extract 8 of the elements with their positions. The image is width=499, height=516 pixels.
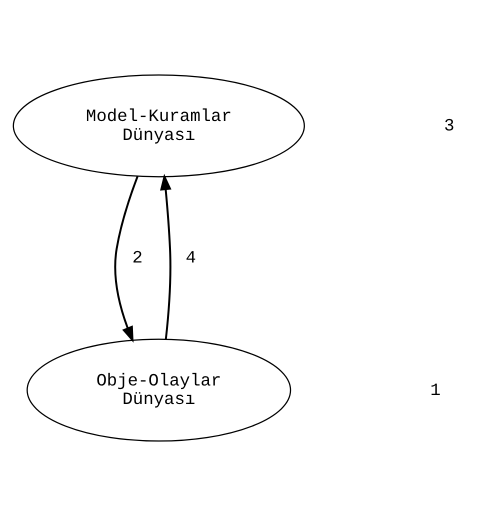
edge-label: 2 (132, 250, 143, 269)
edge-label: 4 (186, 250, 196, 269)
node-ellipse: Obje-Olaylar Dünyası (26, 338, 292, 442)
node-ellipse: Model-Kuramlar Dünyası (12, 74, 305, 178)
arrow (114, 176, 138, 343)
label: 1 (430, 382, 441, 401)
arrow (160, 174, 172, 340)
label: 3 (444, 117, 454, 136)
